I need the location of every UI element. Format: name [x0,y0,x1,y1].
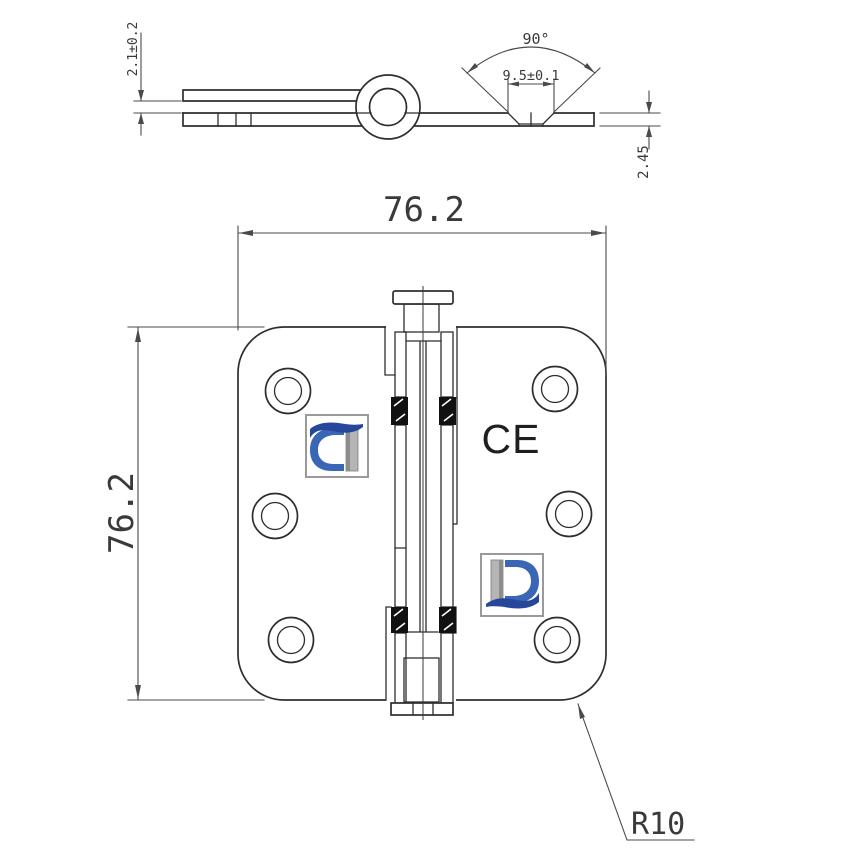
front-view: CE [102,190,695,842]
screw-hole-bottom-right [533,616,581,664]
upper-leaf-profile [182,89,362,102]
ce-mark: CE [482,416,541,462]
knuckle-pin-assembly [384,286,458,720]
screw-hole-mid-right [545,490,593,538]
pin-bottom-cap [390,702,454,716]
logo-badge-upper [305,414,369,478]
corner-radius-label: R10 [631,807,685,842]
dimension-countersink-diameter: 9.5±0.1 [503,68,560,112]
plate-width-label: 76.2 [383,190,465,230]
screw-hole-top-left [264,367,312,415]
plate-height-label: 76.2 [102,472,142,554]
screw-hole-mid-left [251,492,299,540]
bearing-rings [391,397,456,633]
pin-knurl-bottom [403,657,440,703]
dimension-plate-height: 76.2 [102,326,265,701]
countersink-profile [507,112,555,127]
dimension-leaf-thickness-right: 2.45 [599,90,661,179]
dimension-corner-radius: R10 [577,703,695,842]
countersink-diameter-label: 9.5±0.1 [503,68,560,84]
dimension-leaf-thickness-left: 2.1±0.2 [126,22,182,136]
dimension-plate-width: 76.2 [237,190,607,376]
dimension-countersink-angle: 90° [461,30,601,113]
knuckle-pin-bore [368,87,408,127]
screw-holes [251,365,593,664]
leaf-thickness-right-label: 2.45 [636,145,652,179]
screw-hole-top-right [531,365,579,413]
logo-badge-lower [480,553,544,617]
countersink-angle-label: 90° [522,30,549,48]
leaf-thickness-left-label: 2.1±0.2 [126,22,141,77]
top-view-side-profile: 90° 9.5±0.1 2.1±0.2 2.45 [126,22,661,179]
screw-hole-bottom-left [267,616,315,664]
